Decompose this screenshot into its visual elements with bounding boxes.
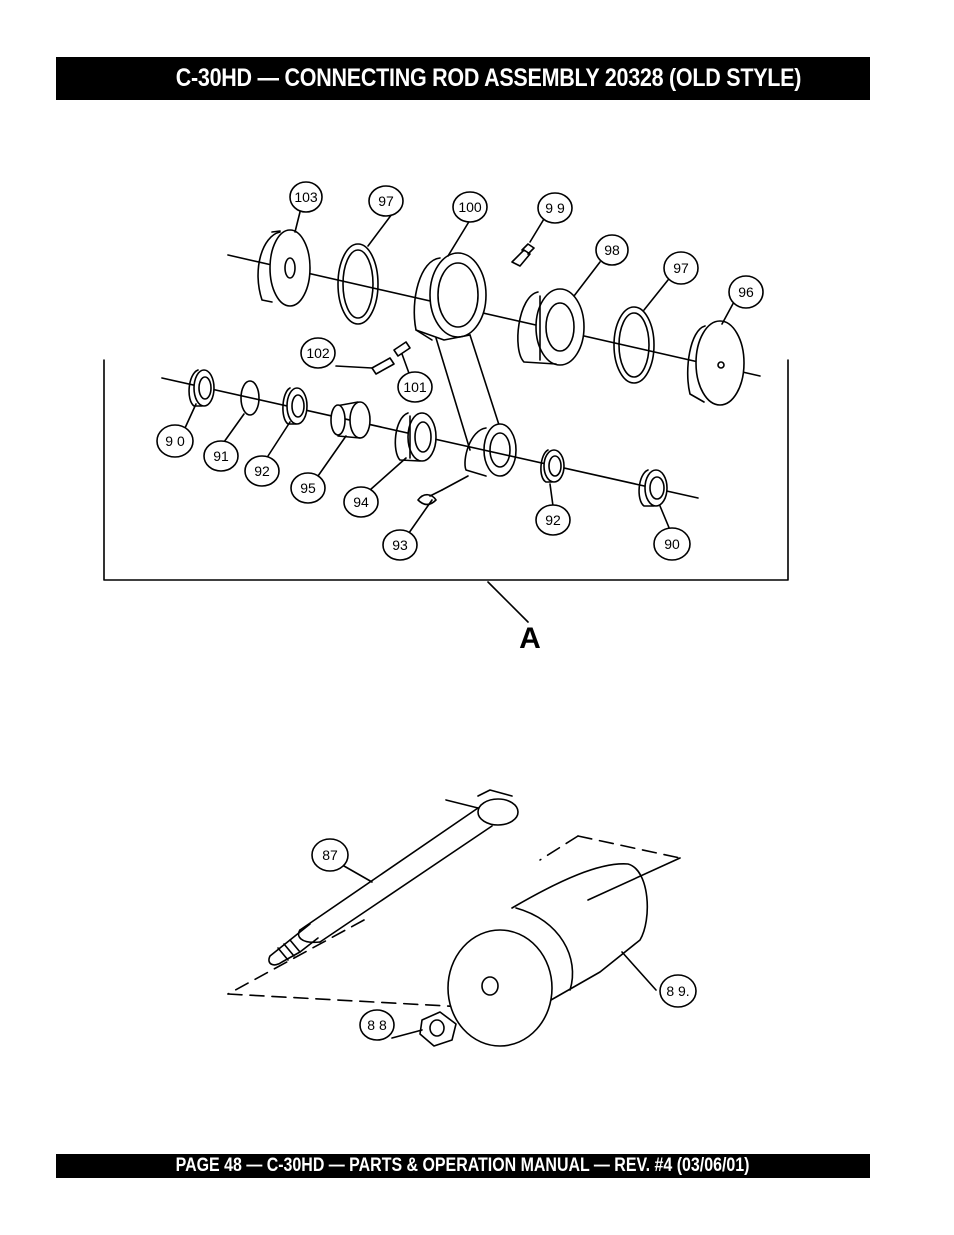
detail-a-label: A xyxy=(519,622,541,655)
callout-99-label: 9 9 xyxy=(545,200,565,216)
part-96-end-cap xyxy=(686,320,745,406)
callout-90b-circle xyxy=(653,527,691,561)
callout-99-circle xyxy=(537,192,573,224)
leader-92-left xyxy=(267,421,291,457)
leader-88 xyxy=(391,1029,423,1039)
leader-90-right xyxy=(659,505,671,531)
page-title-bar: C-30HD — CONNECTING ROD ASSEMBLY 20328 (… xyxy=(56,57,870,100)
part-92-bushing-right xyxy=(540,449,565,483)
callout-90a-circle xyxy=(156,424,194,458)
callout-101-label: 101 xyxy=(403,379,427,395)
callout-96-label: 96 xyxy=(738,284,754,300)
part-97-o-ring-left xyxy=(337,243,379,325)
leader-97-left xyxy=(367,213,393,247)
leader-100 xyxy=(447,219,471,257)
callout-97b-label: 97 xyxy=(673,260,689,276)
part-98-bearing xyxy=(517,288,585,366)
callout-100-circle xyxy=(452,191,488,223)
page-footer: PAGE 48 — C-30HD — PARTS & OPERATION MAN… xyxy=(176,1155,750,1176)
callout-89-label: 8 9. xyxy=(666,983,689,999)
callout-97a-label: 97 xyxy=(378,193,394,209)
part-97-o-ring-right xyxy=(613,306,655,384)
part-99-grease-fitting xyxy=(511,243,535,267)
part-89-eccentric-weight xyxy=(447,863,649,1047)
callout-98-circle xyxy=(595,234,629,266)
callout-96-circle xyxy=(728,275,764,309)
part-87-connecting-rod xyxy=(268,789,519,966)
part-90-bushing-right xyxy=(638,469,668,507)
callout-98-label: 98 xyxy=(604,242,620,258)
plane-edge-top xyxy=(539,835,579,861)
callout-88-label: 8 8 xyxy=(367,1017,387,1033)
callout-88-circle xyxy=(359,1009,395,1041)
callout-95-label: 95 xyxy=(300,480,316,496)
page-title: C-30HD — CONNECTING ROD ASSEMBLY 20328 (… xyxy=(176,64,802,92)
part-90-bushing-left xyxy=(188,369,215,407)
part-101-set-screw xyxy=(393,341,411,357)
leader-95 xyxy=(317,435,347,477)
callout-92a-label: 92 xyxy=(254,463,270,479)
part-91-washer xyxy=(240,380,260,416)
callout-93-label: 93 xyxy=(392,537,408,553)
part-102-set-screw xyxy=(371,357,395,375)
leader-89 xyxy=(621,951,657,991)
callout-89-circle xyxy=(659,974,697,1008)
callout-101-circle xyxy=(397,371,433,403)
callout-97a-circle xyxy=(368,185,404,217)
detail-a-frame xyxy=(103,359,789,581)
part-94-bearing xyxy=(394,412,437,462)
plane-edge-right xyxy=(587,857,681,901)
callout-102-label: 102 xyxy=(306,345,330,361)
callout-87-label: 87 xyxy=(322,847,338,863)
leader-103 xyxy=(294,211,301,233)
callout-92b-circle xyxy=(535,504,571,536)
callout-92b-label: 92 xyxy=(545,512,561,528)
callout-100-label: 100 xyxy=(458,199,482,215)
callout-94-circle xyxy=(343,486,379,518)
part-103-end-cap xyxy=(257,229,311,307)
part-95-sleeve xyxy=(330,401,371,439)
part-88-nut xyxy=(419,1011,457,1047)
leader-91 xyxy=(223,413,245,443)
callout-94-label: 94 xyxy=(353,494,369,510)
leader-87 xyxy=(343,865,373,883)
callout-97b-circle xyxy=(663,251,699,285)
callout-95-circle xyxy=(290,472,326,504)
leader-90-left xyxy=(184,403,197,429)
leader-96 xyxy=(721,299,736,325)
leader-92-right xyxy=(549,483,554,507)
plane-edge-left xyxy=(227,919,365,995)
part-92-bushing-left xyxy=(282,387,308,425)
callout-91-circle xyxy=(203,440,239,472)
leader-97-right xyxy=(643,279,669,311)
callout-91-label: 91 xyxy=(213,448,229,464)
leader-94 xyxy=(369,457,407,491)
detail-a-leader xyxy=(487,581,529,623)
page-footer-bar: PAGE 48 — C-30HD — PARTS & OPERATION MAN… xyxy=(56,1154,870,1178)
upper-axis-line xyxy=(227,254,761,377)
callout-87-circle xyxy=(311,838,349,872)
callout-103-label: 103 xyxy=(294,189,318,205)
leader-98 xyxy=(573,261,601,297)
callout-92a-circle xyxy=(244,455,280,487)
leader-93b xyxy=(441,475,469,491)
callout-103-circle xyxy=(289,181,323,213)
callout-93-circle xyxy=(382,529,418,561)
callout-90b-label: 90 xyxy=(664,536,680,552)
callout-102-circle xyxy=(300,337,336,369)
callout-90a-label: 9 0 xyxy=(165,433,185,449)
leader-102 xyxy=(335,365,373,369)
